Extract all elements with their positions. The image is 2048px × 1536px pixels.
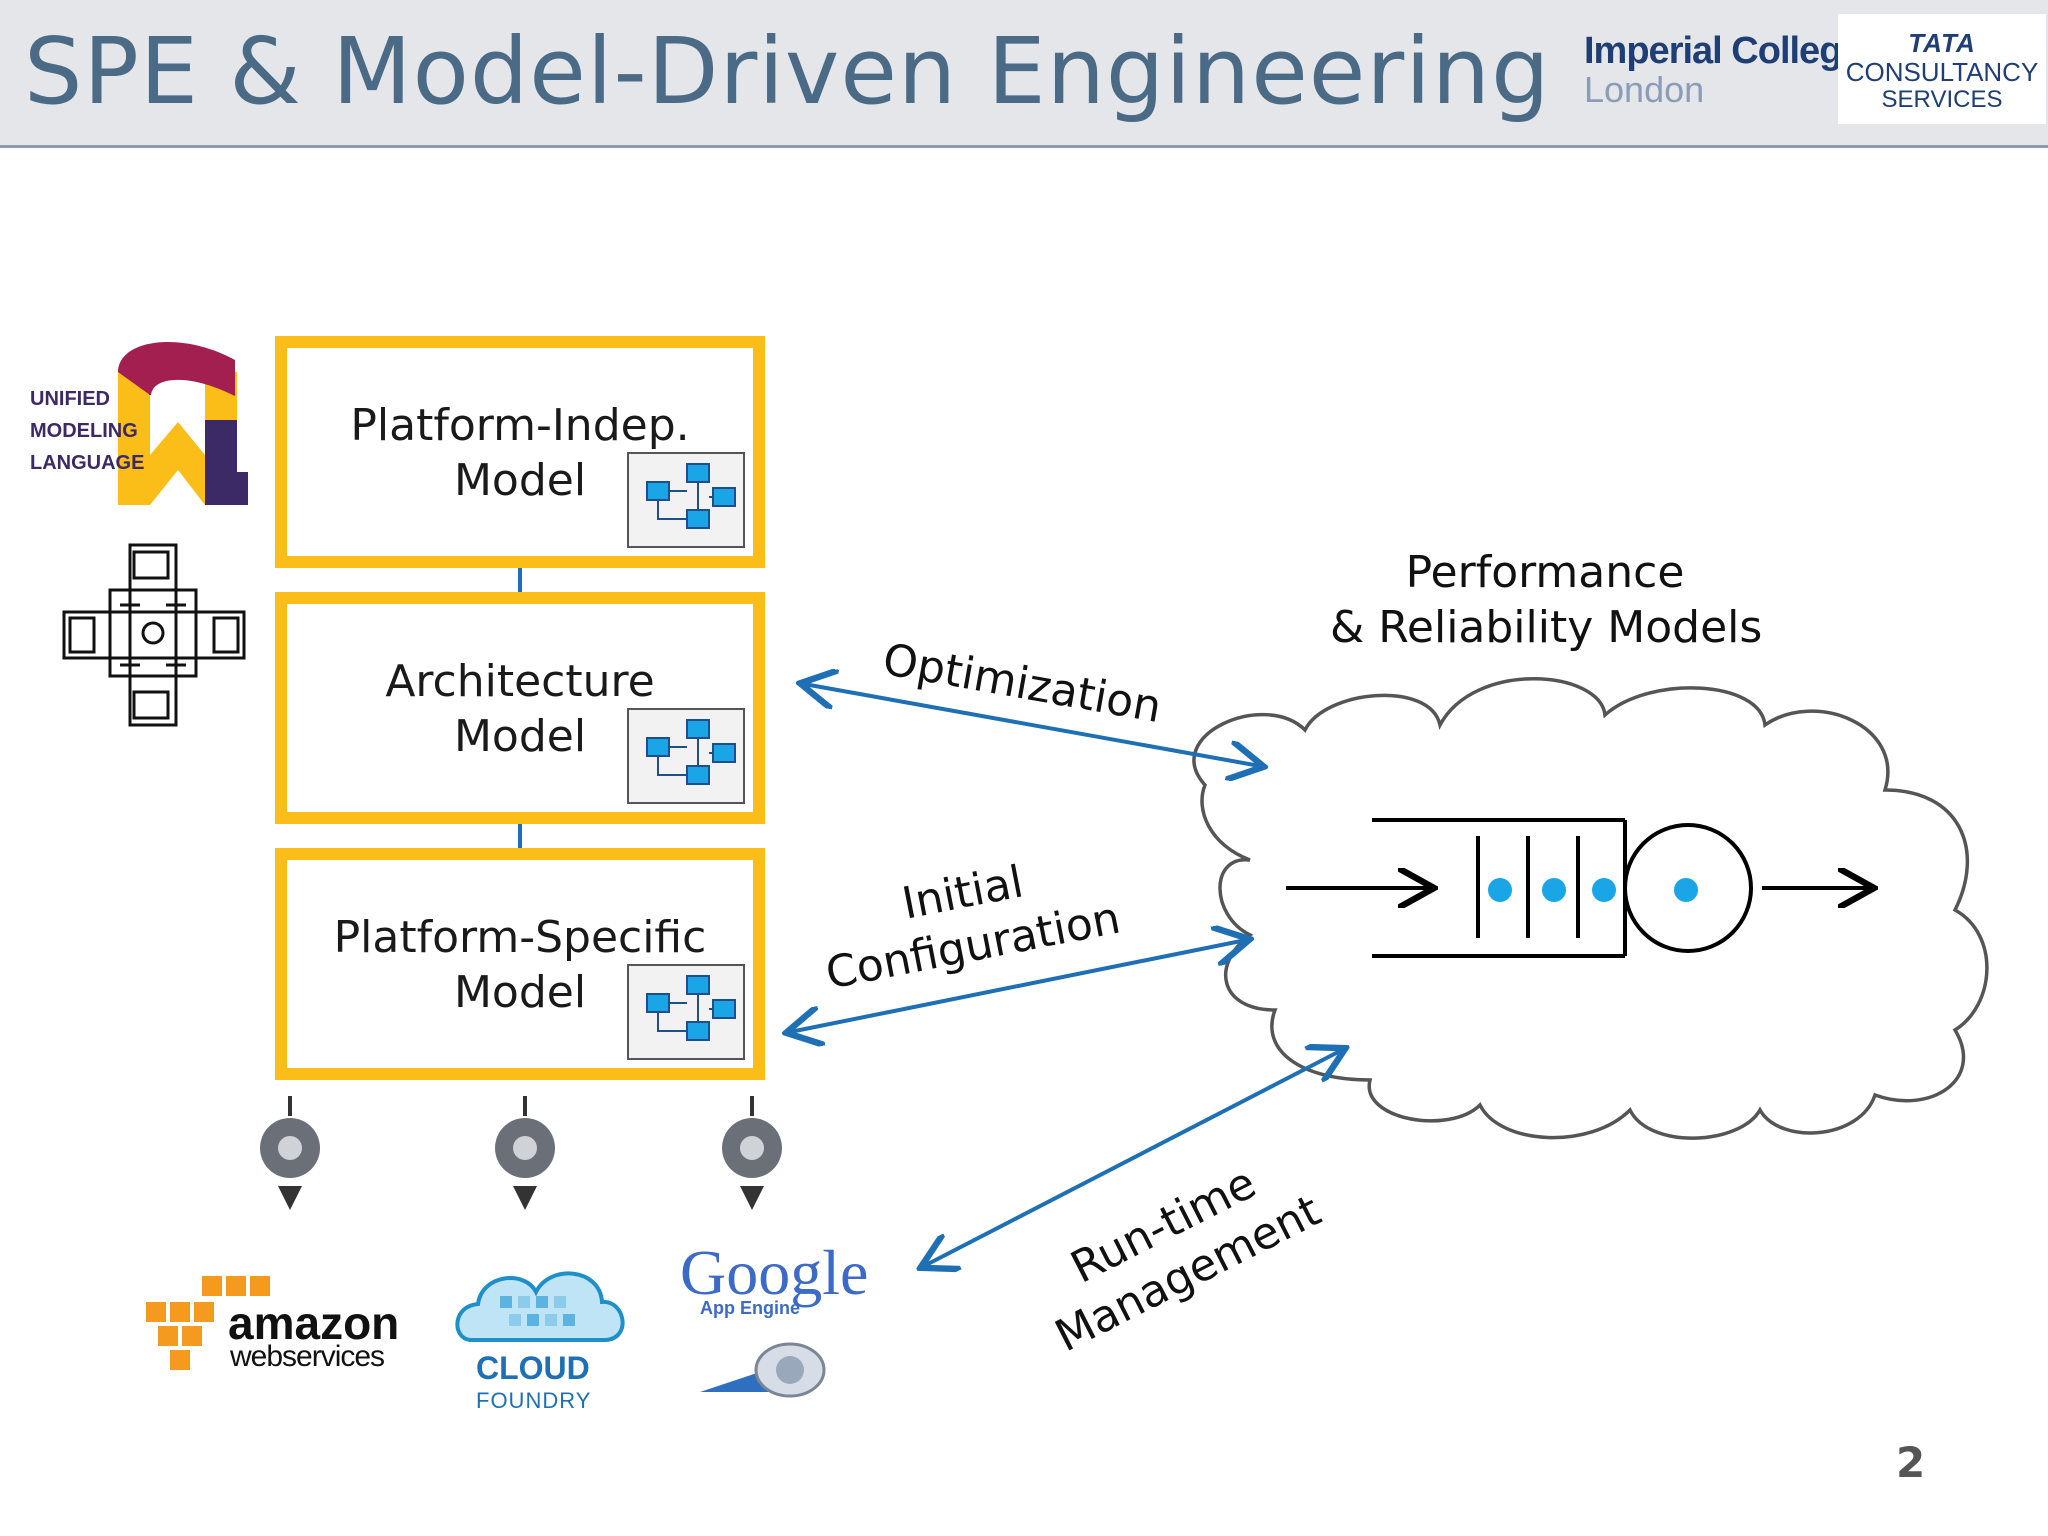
imperial-logo-line2: London <box>1584 69 1705 110</box>
cloudfoundry-cloud-icon <box>455 1271 625 1342</box>
app-engine-icon <box>700 1342 826 1398</box>
uml-text-line2: MODELING <box>30 420 138 442</box>
model-label-line2: Model <box>453 455 587 506</box>
gear-icon <box>722 1096 782 1210</box>
gear-icon <box>260 1096 320 1210</box>
server-token <box>1674 878 1698 902</box>
model-label-line2: Model <box>453 711 587 762</box>
google-logo-subtext: App Engine <box>700 1298 800 1318</box>
performance-models-label: Performance & Reliability Models <box>1330 545 1763 655</box>
imperial-logo-line1: Imperial College <box>1584 30 1863 72</box>
slide-title: SPE & Model-Driven Engineering <box>24 18 1551 125</box>
cloudfoundry-logo-text: CLOUD <box>476 1350 590 1386</box>
amazon-logo-text: amazon <box>228 1297 400 1349</box>
tcs-logo-line2: CONSULTANCY <box>1845 57 2039 87</box>
tcs-logo: TATA CONSULTANCY SERVICES <box>1838 14 2046 124</box>
model-label-line1: Architecture <box>385 656 655 707</box>
uml-text-line1: UNIFIED <box>30 388 110 410</box>
model-label: Platform-Indep. Model <box>287 398 753 508</box>
model-label: Architecture Model <box>287 654 753 764</box>
optimization-arrow <box>804 684 1260 766</box>
uml-logo-mark <box>118 342 248 505</box>
queue-token <box>1542 878 1566 902</box>
platform-specific-model-box: Platform-Specific Model <box>275 848 765 1080</box>
uml-text-line3: LANGUAGE <box>30 452 145 474</box>
model-diagram-icon <box>627 452 745 548</box>
slide-header: SPE & Model-Driven Engineering Imperial … <box>0 0 2048 148</box>
performance-label-line1: Performance <box>1405 547 1685 598</box>
model-diagram-icon <box>627 708 745 804</box>
initial-configuration-arrow <box>790 940 1246 1032</box>
cloudfoundry-logo-subtext: FOUNDRY <box>476 1388 592 1413</box>
google-logo-text: Google <box>680 1237 869 1308</box>
architecture-model-box: Architecture Model <box>275 592 765 824</box>
amazon-logo-subtext: webservices <box>230 1340 385 1373</box>
model-label-line1: Platform-Specific <box>333 912 707 963</box>
model-label-line1: Platform-Indep. <box>350 400 690 451</box>
gear-icon <box>495 1096 555 1210</box>
platform-independent-model-box: Platform-Indep. Model <box>275 336 765 568</box>
imperial-college-logo: Imperial College London <box>1584 30 1863 111</box>
cloud-shape <box>1192 677 1989 1140</box>
tcs-logo-line3: SERVICES <box>1881 86 2003 113</box>
model-label: Platform-Specific Model <box>287 910 753 1020</box>
performance-label-line2: & Reliability Models <box>1330 602 1763 653</box>
model-diagram-icon <box>627 964 745 1060</box>
component-diagram-icon <box>62 543 246 727</box>
uml-logo-text: UNIFIED MODELING LANGUAGE <box>30 383 144 479</box>
amazon-cubes-icon <box>146 1276 270 1370</box>
page-number: 2 <box>1896 1438 1926 1487</box>
queue-token <box>1488 878 1512 902</box>
runtime-management-arrow <box>924 1050 1342 1266</box>
queue-token <box>1592 878 1616 902</box>
model-label-line2: Model <box>453 967 587 1018</box>
tcs-logo-line1: TATA <box>1908 28 1976 58</box>
